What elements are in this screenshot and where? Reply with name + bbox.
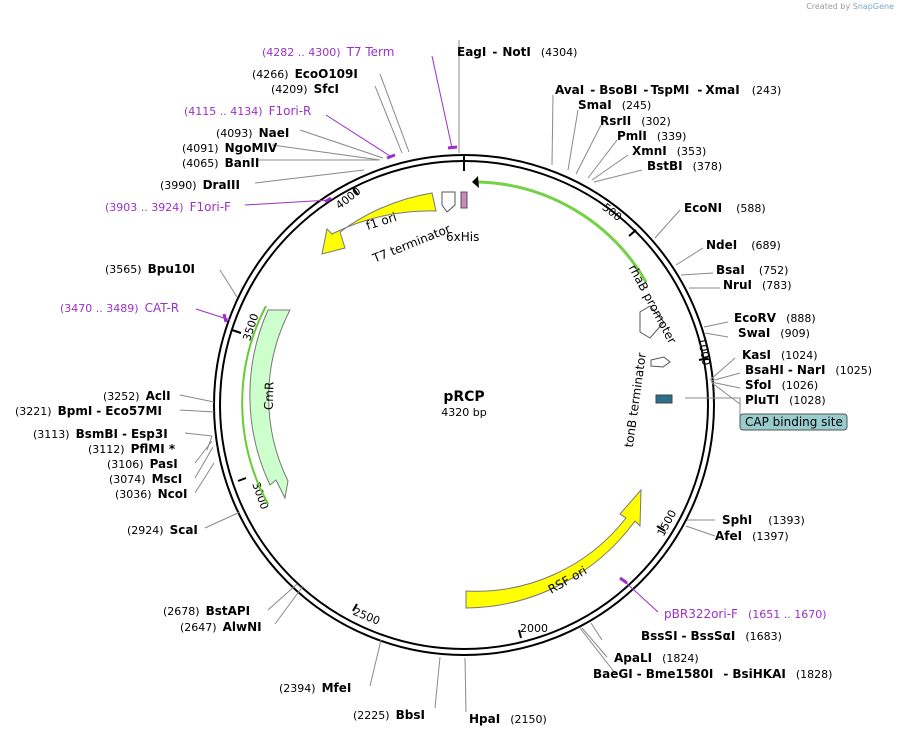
site-xmni: XmnI(353) bbox=[632, 144, 706, 158]
site-rsrii: RsrII(302) bbox=[600, 114, 671, 128]
site-smai: SmaI(245) bbox=[578, 98, 651, 112]
site-ecorv: EcoRV(888) bbox=[734, 311, 816, 325]
site-cat-r: (3470 .. 3489)CAT-R bbox=[60, 301, 179, 315]
site-draiii: (3990)DraIII bbox=[160, 178, 240, 192]
rsf-ori-feature bbox=[465, 488, 642, 609]
site-baegi: BaeGI-Bme1580I-BsiHKAI(1828) bbox=[593, 667, 832, 681]
branding-prefix: Created by bbox=[806, 2, 851, 11]
site-labels: (4282 .. 4300)T7 Term EagI-NotI(4304) (4… bbox=[15, 45, 872, 726]
site-bbsi: (2225)BbsI bbox=[353, 708, 425, 722]
site-pbr322ori-f: pBR322ori-F(1651 .. 1670) bbox=[664, 607, 827, 621]
site-bsssi: BssSI-BssSαI(1683) bbox=[641, 629, 782, 643]
cap-box-label: CAP binding site bbox=[739, 413, 848, 431]
site-sphi: SphI(1393) bbox=[722, 513, 805, 527]
tick-2000: 2000 bbox=[520, 622, 548, 635]
site-ndei: NdeI(689) bbox=[706, 238, 781, 252]
t7-terminator-arrow bbox=[441, 191, 456, 213]
rhab-arrowhead bbox=[472, 176, 479, 188]
cmr-glow bbox=[241, 305, 269, 505]
site-t7-term: (4282 .. 4300)T7 Term bbox=[262, 45, 394, 59]
features bbox=[241, 176, 673, 609]
site-nrui: NruI(783) bbox=[723, 278, 792, 292]
site-pluti: PluTI(1028) bbox=[745, 393, 826, 407]
tick-3000: 3000 bbox=[249, 480, 271, 511]
site-econi: EcoNI(588) bbox=[684, 201, 766, 215]
tick-1000: 1000 bbox=[695, 337, 713, 367]
site-bpu10i: (3565)Bpu10I bbox=[105, 262, 195, 276]
site-pflmi: (3112)PflMI * bbox=[88, 442, 176, 456]
site-bpmi: (3221)BpmI-Eco57MI bbox=[15, 404, 162, 418]
site-kasi: KasI(1024) bbox=[742, 348, 818, 362]
rhab-promoter-arrow bbox=[477, 180, 648, 283]
site-ncoi: (3036)NcoI bbox=[115, 487, 187, 501]
branding-name: SnapGene bbox=[852, 2, 894, 11]
cmr-label: CmR bbox=[262, 381, 277, 410]
rhab-promoter-box bbox=[639, 305, 665, 339]
backbone bbox=[213, 154, 715, 656]
site-hpai: HpaI(2150) bbox=[469, 712, 547, 726]
tonb-terminator-label: tonB terminator bbox=[622, 352, 649, 449]
site-bstapi: (2678)BstAPI bbox=[163, 604, 250, 618]
primer-leaders bbox=[195, 55, 659, 613]
site-apali: ApaLI(1824) bbox=[614, 651, 699, 665]
cap-binding-site bbox=[655, 394, 673, 404]
site-f1ori-f: (3903 .. 3924)F1ori-F bbox=[105, 200, 231, 214]
plasmid-length: 4320 bp bbox=[441, 406, 486, 419]
site-msci: (3074)MscI bbox=[109, 472, 182, 486]
primer-marks bbox=[222, 145, 628, 585]
branding: Created by SnapGene bbox=[806, 2, 894, 11]
his-tag bbox=[460, 191, 468, 209]
cap-site-label: CAP binding site bbox=[745, 415, 843, 429]
site-mfei: (2394)MfeI bbox=[279, 681, 351, 695]
tick-marks bbox=[231, 187, 709, 639]
site-bsmbi: (3113)BsmBI-Esp3I bbox=[33, 427, 168, 441]
tick-1500: 1500 bbox=[655, 508, 680, 539]
site-acli: (3252)AclI bbox=[103, 389, 171, 403]
f1-ori-feature bbox=[321, 192, 437, 255]
his-label: 6xHis bbox=[446, 230, 479, 244]
site-bsahi: BsaHI-NarI(1025) bbox=[745, 363, 872, 377]
site-bstbi: BstBI(378) bbox=[647, 159, 722, 173]
plasmid-name: pRCP bbox=[443, 389, 484, 405]
tonb-terminator-arrow bbox=[650, 356, 671, 368]
site-banii: (4065)BanII bbox=[182, 156, 259, 170]
site-sfoi: SfoI(1026) bbox=[745, 378, 818, 392]
site-bsai: BsaI(752) bbox=[716, 263, 788, 277]
site-ngomiv: (4091)NgoMIV bbox=[182, 141, 278, 155]
site-ecoo109i: (4266)EcoO109I bbox=[252, 67, 358, 81]
site-swai: SwaI(909) bbox=[738, 326, 810, 340]
site-pasi: (3106)PasI bbox=[107, 457, 178, 471]
site-eagi: EagI-NotI(4304) bbox=[457, 45, 577, 59]
site-sfci: (4209)SfcI bbox=[271, 82, 339, 96]
leader-lines bbox=[179, 40, 741, 713]
cmr-feature bbox=[249, 309, 291, 500]
site-alwni: (2647)AlwNI bbox=[180, 620, 262, 634]
site-f1ori-r: (4115 .. 4134)F1ori-R bbox=[184, 104, 311, 118]
site-avai: AvaI-BsoBI-TspMI-XmaI(243) bbox=[555, 83, 781, 97]
site-pmli: PmlI(339) bbox=[617, 129, 686, 143]
site-afei: AfeI(1397) bbox=[715, 529, 789, 543]
site-naei: (4093)NaeI bbox=[216, 126, 289, 140]
site-scai: (2924)ScaI bbox=[127, 523, 198, 537]
